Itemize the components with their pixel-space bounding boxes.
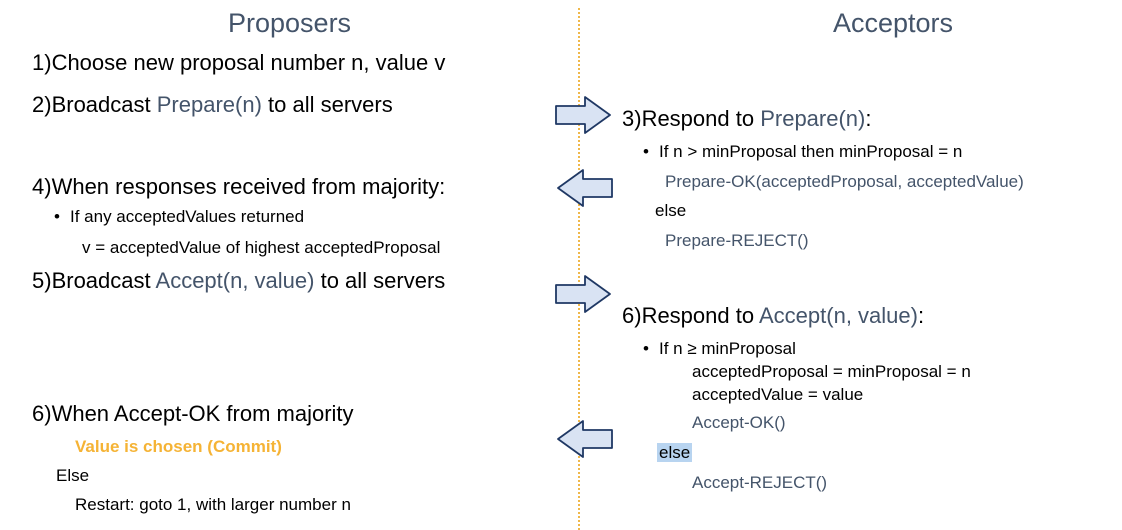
proposer-step-4-assignment: v = acceptedValue of highest acceptedPro…: [82, 238, 441, 257]
bullet-icon: •: [643, 142, 649, 161]
else-text: Else: [56, 466, 90, 485]
proposer-step-4-bullet: • If any acceptedValues returned: [54, 207, 304, 227]
prepare-ok-text: Prepare-OK(acceptedProposal, acceptedVal…: [665, 172, 1024, 191]
step-number: 2): [32, 92, 52, 117]
prepare-message: Prepare(n): [760, 106, 866, 131]
accepted-value-assignment: acceptedValue = value: [692, 385, 864, 404]
step-text: Broadcast: [51, 92, 157, 117]
step-number: 6): [32, 401, 52, 426]
accept-reject-text: Accept-REJECT(): [692, 473, 828, 492]
prepare-message: Prepare(n): [156, 92, 262, 117]
step-text: Broadcast: [51, 268, 156, 293]
step-text-end: to all servers: [314, 268, 446, 293]
bullet-icon: •: [54, 207, 60, 226]
column-divider: [578, 8, 580, 530]
acceptor-step-6-bullet: • If n ≥ minProposal: [643, 339, 796, 359]
accepted-proposal-assignment: acceptedProposal = minProposal = n: [692, 362, 971, 381]
step-text: When responses received from majority:: [51, 174, 446, 199]
proposer-step-1: 1)Choose new proposal number n, value v: [32, 50, 445, 76]
bullet-text: If n ≥ minProposal: [659, 339, 796, 358]
step-number: 5): [32, 268, 52, 293]
proposers-header: Proposers: [228, 8, 352, 38]
else-highlight: else: [657, 443, 693, 462]
proposer-step-5: 5)Broadcast Accept(n, value) to all serv…: [32, 268, 445, 294]
bullet-text: If any acceptedValues returned: [70, 207, 305, 226]
bullet-text: If n > minProposal then minProposal = n: [659, 142, 963, 161]
step-text: When Accept-OK from majority: [51, 401, 354, 426]
accept-else-text: else: [657, 443, 693, 463]
step-text-end: to all servers: [261, 92, 393, 117]
right-arrow-icon: [555, 96, 611, 134]
right-arrow-icon: [555, 275, 611, 313]
step-number: 3): [622, 106, 642, 131]
accept-message: Accept(n, value): [155, 268, 315, 293]
restart-text: Restart: goto 1, with larger number n: [75, 495, 351, 514]
accept-message: Accept(n, value): [759, 303, 918, 328]
proposer-step-4: 4)When responses received from majority:: [32, 174, 445, 200]
acceptor-step-3: 3)Respond to Prepare(n):: [622, 106, 871, 132]
prepare-reject-text: Prepare-REJECT(): [665, 231, 809, 250]
acceptors-header: Acceptors: [833, 8, 954, 38]
acceptor-step-3-bullet: • If n > minProposal then minProposal = n: [643, 142, 962, 162]
prepare-else-text: else: [655, 201, 687, 220]
value-chosen-text: Value is chosen (Commit): [75, 437, 282, 456]
left-arrow-icon: [557, 169, 613, 207]
left-arrow-icon: [557, 420, 613, 458]
step-text-end: :: [865, 106, 872, 131]
proposer-step-6: 6)When Accept-OK from majority: [32, 401, 354, 427]
step-text-end: :: [917, 303, 925, 328]
proposer-step-2: 2)Broadcast Prepare(n) to all servers: [32, 92, 393, 118]
step-number: 6): [622, 303, 642, 328]
bullet-icon: •: [643, 339, 649, 358]
accept-ok-text: Accept-OK(): [692, 413, 786, 432]
step-text: Choose new proposal number n, value v: [51, 50, 446, 75]
step-text: Respond to: [641, 106, 761, 131]
step-text: Respond to: [641, 303, 759, 328]
step-number: 1): [32, 50, 52, 75]
step-number: 4): [32, 174, 52, 199]
acceptor-step-6: 6)Respond to Accept(n, value):: [622, 303, 924, 329]
